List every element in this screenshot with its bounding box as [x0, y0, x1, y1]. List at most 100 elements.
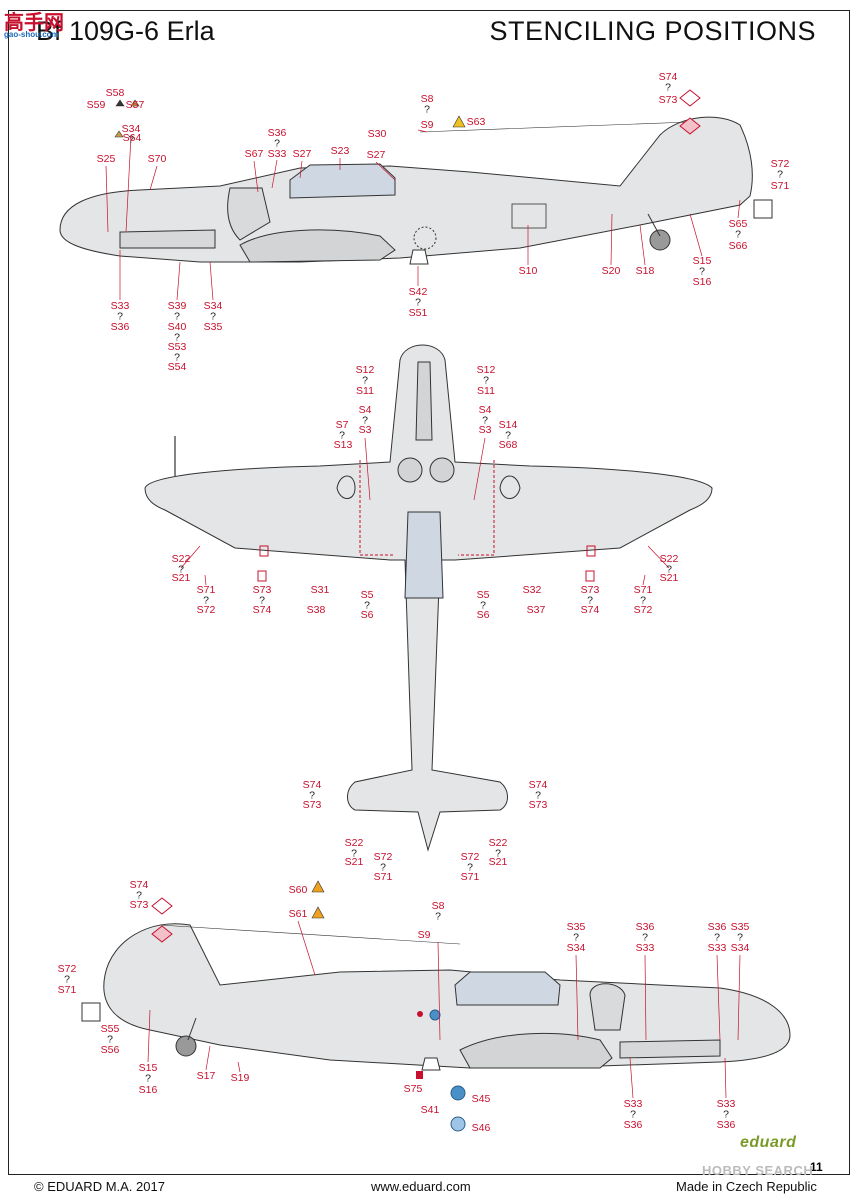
- stencil-label-s71: S71: [197, 584, 216, 596]
- stencil-label-s27: S27: [293, 148, 312, 160]
- stencil-label-s36: S36: [708, 921, 727, 933]
- stencil-connector-mark: ?: [737, 932, 743, 944]
- stencil-label-s74: S74: [253, 604, 272, 616]
- stencil-connector-mark: ?: [630, 1109, 636, 1121]
- stencil-label-s5: S5: [477, 589, 490, 601]
- stencil-connector-mark: ?: [178, 564, 184, 576]
- leader-line: [105, 165, 109, 233]
- leader-line: [253, 160, 259, 193]
- stencil-label-s16: S16: [693, 276, 712, 288]
- leader-line: [437, 941, 441, 1041]
- stencil-label-s14: S14: [499, 419, 518, 431]
- stencil-label-s74: S74: [130, 879, 149, 891]
- stencil-label-s20: S20: [602, 265, 621, 277]
- stencil-label-s74: S74: [529, 779, 548, 791]
- stencil-connector-mark: ?: [483, 375, 489, 387]
- stencil-connector-mark: ?: [573, 932, 579, 944]
- stencil-connector-mark: ?: [467, 862, 473, 874]
- leader-line: [629, 1057, 634, 1099]
- stencil-label-s11: S11: [356, 385, 374, 397]
- stencil-label-s3: S3: [479, 424, 492, 436]
- stencil-label-s63: S63: [467, 116, 486, 128]
- stencil-connector-mark: ?: [174, 352, 180, 364]
- stencil-connector-mark: ?: [64, 974, 70, 986]
- stencil-label-s66: S66: [729, 240, 748, 252]
- stencil-label-s60: S60: [289, 884, 308, 896]
- stencil-label-s72: S72: [634, 604, 653, 616]
- stencil-label-s73: S73: [581, 584, 600, 596]
- watermark-top-left-sub: gao-shou.com: [4, 30, 59, 39]
- stencil-label-s34: S34: [567, 942, 586, 954]
- eduard-logo: eduard: [740, 1134, 797, 1151]
- leader-line: [297, 920, 316, 976]
- leader-line: [205, 1045, 211, 1071]
- stencil-label-s16: S16: [139, 1084, 158, 1096]
- stencil-label-s37: S37: [527, 604, 546, 616]
- stencil-label-s56: S56: [101, 1044, 120, 1056]
- stencil-connector-mark: ?: [735, 229, 741, 241]
- stencil-connector-mark: ?: [480, 600, 486, 612]
- stencil-label-s13: S13: [334, 439, 353, 451]
- aircraft-title: Bf 109G-6 Erla: [36, 16, 215, 46]
- stencil-label-s71: S71: [58, 984, 77, 996]
- leader-line: [149, 165, 158, 191]
- stencil-connector-mark: ?: [666, 564, 672, 576]
- stencil-label-s70: S70: [148, 153, 167, 165]
- leader-line: [180, 545, 201, 569]
- stencil-label-s6: S6: [361, 609, 374, 621]
- stencil-label-s33: S33: [268, 148, 287, 160]
- stencil-label-s74: S74: [303, 779, 322, 791]
- stencil-label-s72: S72: [374, 851, 393, 863]
- footer-made-in: Made in Czech Republic: [676, 1179, 817, 1194]
- stencil-connector-mark: ?: [210, 311, 216, 323]
- footer-url[interactable]: www.eduard.com: [371, 1179, 471, 1194]
- leader-line: [147, 1009, 151, 1063]
- leader-line: [473, 437, 486, 501]
- stencil-connector-mark: ?: [174, 332, 180, 344]
- stencil-label-s22: S22: [489, 837, 508, 849]
- stencil-label-s36: S36: [111, 321, 130, 333]
- leader-line: [724, 1057, 727, 1099]
- stencil-label-s9: S9: [421, 119, 434, 131]
- stencil-label-s36: S36: [717, 1119, 736, 1131]
- stencil-label-s27: S27: [367, 149, 386, 161]
- plan-view-aircraft: [144, 344, 713, 852]
- leader-line: [642, 574, 646, 586]
- stencil-label-s11: S11: [477, 385, 495, 397]
- leader-line: [639, 224, 646, 266]
- stencil-connector-mark: ?: [535, 790, 541, 802]
- stencil-label-s73: S73: [303, 799, 322, 811]
- stencil-label-s33: S33: [624, 1098, 643, 1110]
- watermark-top-left: 高手网: [4, 12, 64, 34]
- watermark-bottom-right: HOBBY SEARCH: [702, 1163, 814, 1178]
- page-heading: STENCILING POSITIONS: [489, 16, 816, 46]
- stencil-connector-mark: ?: [665, 82, 671, 94]
- leader-line: [610, 213, 613, 266]
- stencil-label-s15: S15: [693, 255, 712, 267]
- stencil-label-s72: S72: [58, 963, 77, 975]
- leader-line: [125, 135, 132, 233]
- stencil-label-s36: S36: [624, 1119, 643, 1131]
- stencil-connector-mark: ?: [351, 848, 357, 860]
- stencil-label-s34: S34: [731, 942, 750, 954]
- stencil-connector-mark: ?: [259, 595, 265, 607]
- stencil-label-s8: S8: [432, 900, 445, 912]
- leader-line: [271, 159, 278, 189]
- stencil-label-s61: S61: [289, 908, 308, 920]
- stencil-connector-mark: ?: [203, 595, 209, 607]
- stencil-label-s73: S73: [659, 94, 678, 106]
- stencil-label-s6: S6: [477, 609, 490, 621]
- stencil-connector-mark: ?: [777, 169, 783, 181]
- stencil-label-s7: S7: [336, 419, 349, 431]
- instruction-sheet-border: [8, 10, 850, 1175]
- stencil-label-s72: S72: [461, 851, 480, 863]
- stencil-label-s21: S21: [489, 856, 508, 868]
- leader-line: [375, 161, 396, 181]
- stencil-connector-mark: ?: [714, 932, 720, 944]
- stencil-label-s71: S71: [374, 871, 393, 883]
- stencil-connector-mark: ?: [723, 1109, 729, 1121]
- stencil-connector-mark: ?: [495, 848, 501, 860]
- stencil-connector-mark: ?: [415, 297, 421, 309]
- stencil-connector-mark: ?: [274, 138, 280, 150]
